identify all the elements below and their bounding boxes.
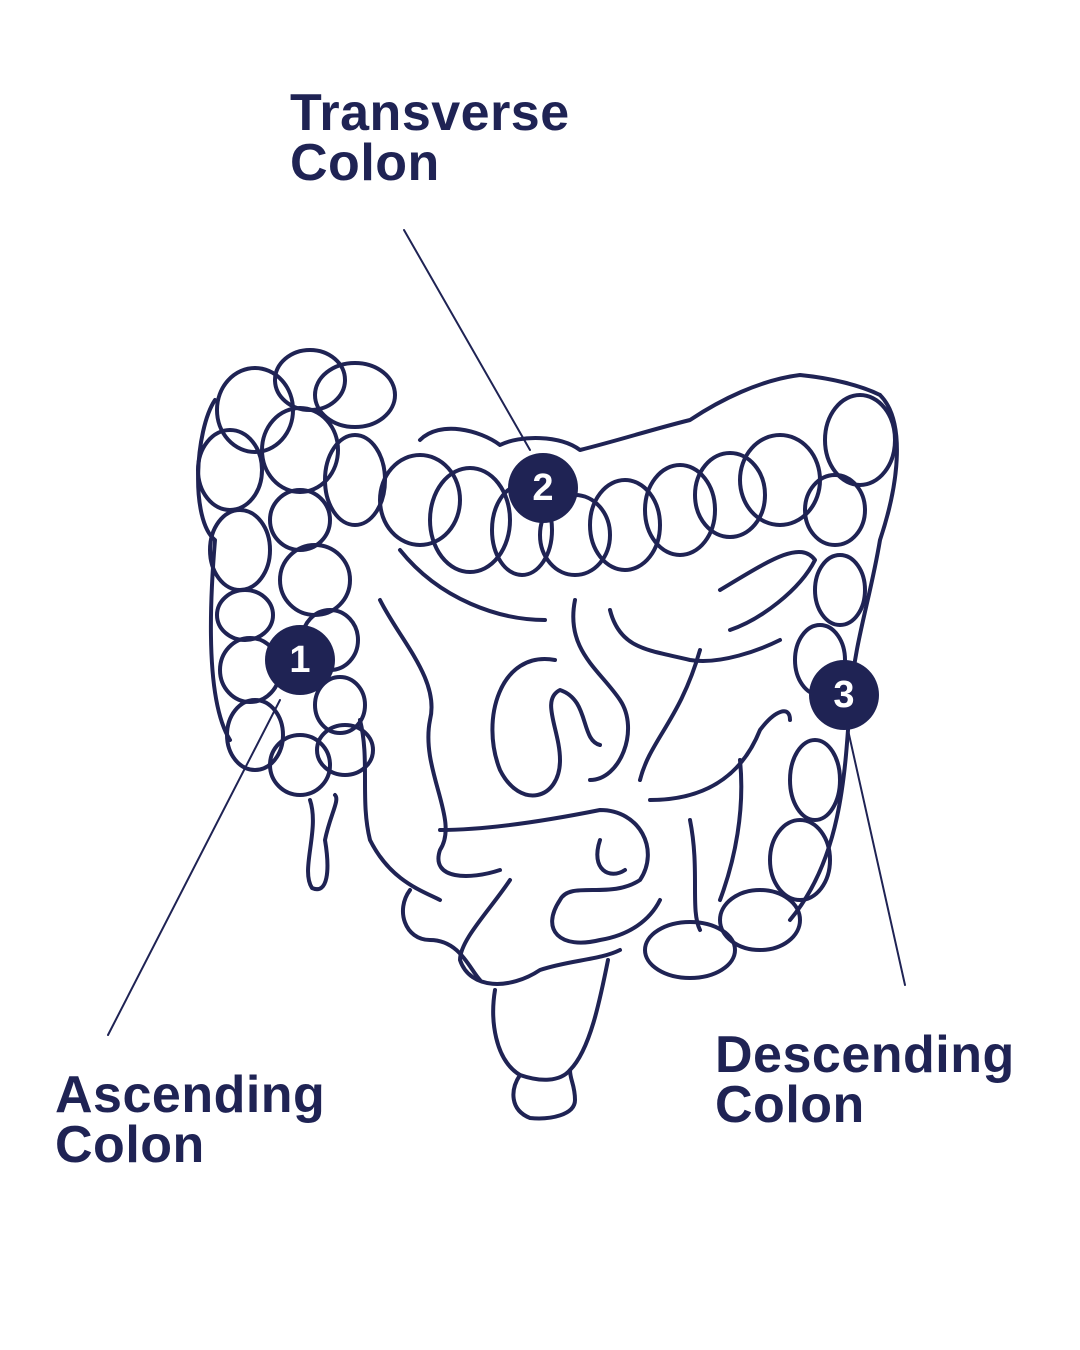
label-transverse-colon: Transverse Colon [290, 84, 570, 192]
marker-descending: 3 [809, 660, 879, 730]
leader-lines [107, 229, 906, 1036]
leader-line-descending [847, 729, 906, 986]
descending-colon-haustra [643, 393, 899, 980]
label-line: Colon [290, 134, 440, 192]
marker-ascending: 1 [265, 625, 335, 695]
label-line: Ascending [55, 1066, 326, 1124]
label-ascending-colon: Ascending Colon [55, 1066, 326, 1174]
label-descending-colon: Descending Colon [715, 1026, 1015, 1134]
label-line: Colon [715, 1076, 865, 1134]
small-intestine [358, 548, 817, 986]
label-line: Descending [715, 1026, 1015, 1084]
label-line: Colon [55, 1116, 205, 1174]
ascending-colon-haustra [196, 348, 397, 892]
marker-transverse: 2 [508, 453, 578, 523]
transverse-colon-haustra [378, 373, 882, 577]
rectum [491, 958, 610, 1121]
label-line: Transverse [290, 84, 570, 142]
leader-line-ascending [107, 699, 281, 1036]
leader-line-transverse [403, 229, 531, 451]
